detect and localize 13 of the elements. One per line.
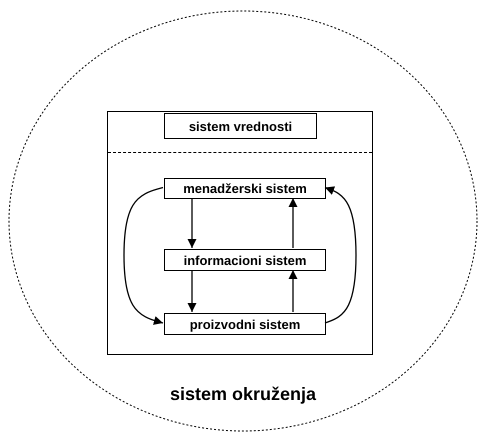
environment-ellipse — [8, 10, 478, 432]
arrow — [123, 186, 164, 325]
arrow — [288, 198, 298, 248]
arrow — [288, 270, 298, 312]
system-box: informacioni sistem — [164, 249, 326, 271]
ellipse-label: sistem okruženja — [168, 384, 318, 405]
arrow — [187, 270, 197, 312]
system-frame — [107, 111, 373, 355]
arrow — [324, 186, 357, 324]
arrow — [187, 198, 197, 248]
system-box: sistem vrednosti — [164, 113, 317, 139]
system-box: proizvodni sistem — [164, 313, 326, 335]
system-box: menadžerski sistem — [164, 178, 326, 199]
